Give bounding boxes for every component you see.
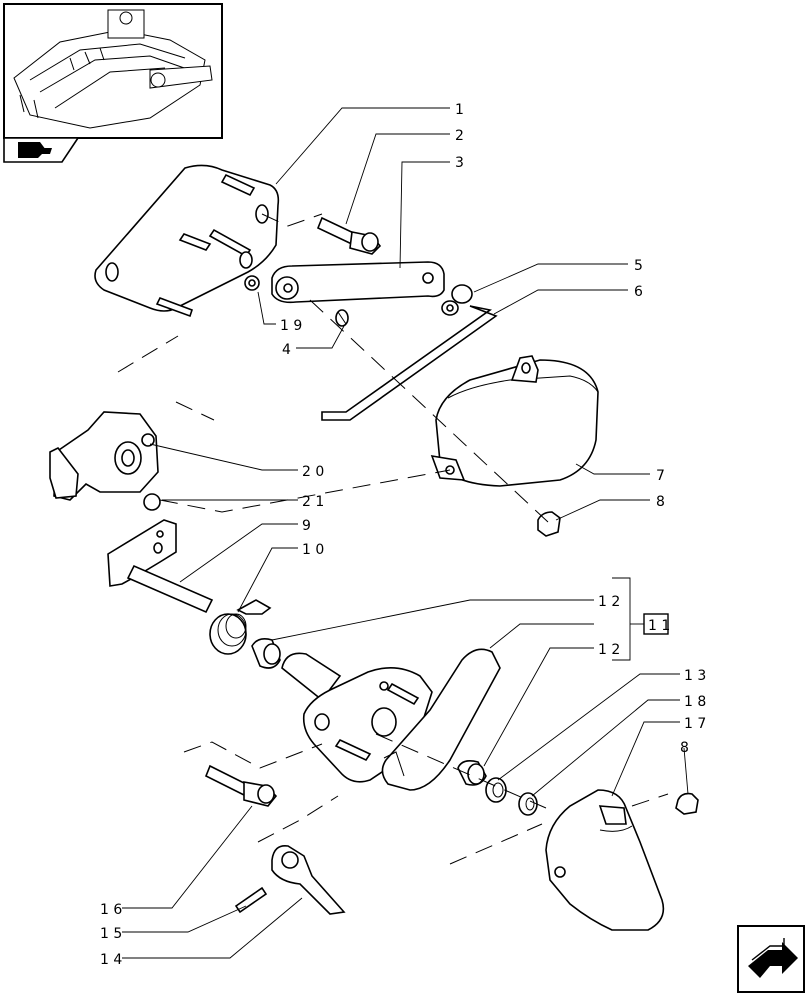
callout-20: 2 0 xyxy=(302,464,324,480)
callout-labels: 1 2 3 5 6 1 9 4 7 2 0 2 1 8 9 1 0 1 2 1 … xyxy=(100,102,706,968)
part-14-lever xyxy=(271,844,346,915)
callout-10: 1 0 xyxy=(302,542,324,558)
leader-lines xyxy=(122,107,689,959)
callout-6: 6 xyxy=(634,284,643,300)
callout-7: 7 xyxy=(656,468,665,484)
callout-5: 5 xyxy=(634,258,643,274)
part-lever-assembly xyxy=(281,648,501,791)
callout-17: 1 7 xyxy=(684,716,706,732)
callout-12-upper: 1 2 xyxy=(598,594,620,610)
callout-16: 1 6 xyxy=(100,902,122,918)
callout-18: 1 8 xyxy=(684,694,706,710)
callout-14: 1 4 xyxy=(100,952,122,968)
part-10-spring xyxy=(209,599,272,655)
part-16-bolt xyxy=(204,764,278,807)
part-12-bush-upper xyxy=(251,638,281,669)
part-13-washer xyxy=(485,777,507,803)
callout-12-lower: 1 2 xyxy=(598,642,620,658)
callout-9: 9 xyxy=(302,518,311,534)
callout-4: 4 xyxy=(282,342,291,358)
assembly-dashed-lines xyxy=(117,213,669,865)
callout-3: 3 xyxy=(455,155,464,171)
next-page-arrow-icon[interactable] xyxy=(737,925,805,993)
part-8-nut-lower xyxy=(675,792,699,815)
assembly-thumbnail[interactable] xyxy=(3,3,223,139)
part-19-bush xyxy=(244,275,260,291)
part-5-nut xyxy=(441,284,473,316)
part-21-nut xyxy=(143,493,161,511)
part-1-mounting-plate xyxy=(94,164,280,318)
callout-11-box xyxy=(643,613,669,635)
part-17-cover xyxy=(545,789,665,931)
callout-8-upper: 8 xyxy=(656,494,665,510)
part-9-shaft xyxy=(107,519,214,614)
part-2-bolt xyxy=(316,216,382,255)
part-3-link-bar xyxy=(271,261,445,304)
book-with-arrow-icon[interactable] xyxy=(3,137,80,163)
callout-19: 1 9 xyxy=(280,318,302,334)
callout-2: 2 xyxy=(455,128,464,144)
callout-8-lower: 8 xyxy=(680,740,689,756)
callout-11: 1 1 xyxy=(648,618,670,634)
part-7-cover xyxy=(430,355,599,487)
callout-15: 1 5 xyxy=(100,926,122,942)
part-12-bush-lower xyxy=(457,760,487,786)
callout-1: 1 xyxy=(455,102,464,118)
part-18-washer xyxy=(518,792,538,816)
callout-13: 1 3 xyxy=(684,668,706,684)
callout-21: 2 1 xyxy=(302,494,324,510)
part-15-pin xyxy=(234,886,268,914)
part-20-bracket xyxy=(49,411,159,501)
part-6-rod xyxy=(321,305,498,421)
part-4-clip xyxy=(335,309,349,327)
